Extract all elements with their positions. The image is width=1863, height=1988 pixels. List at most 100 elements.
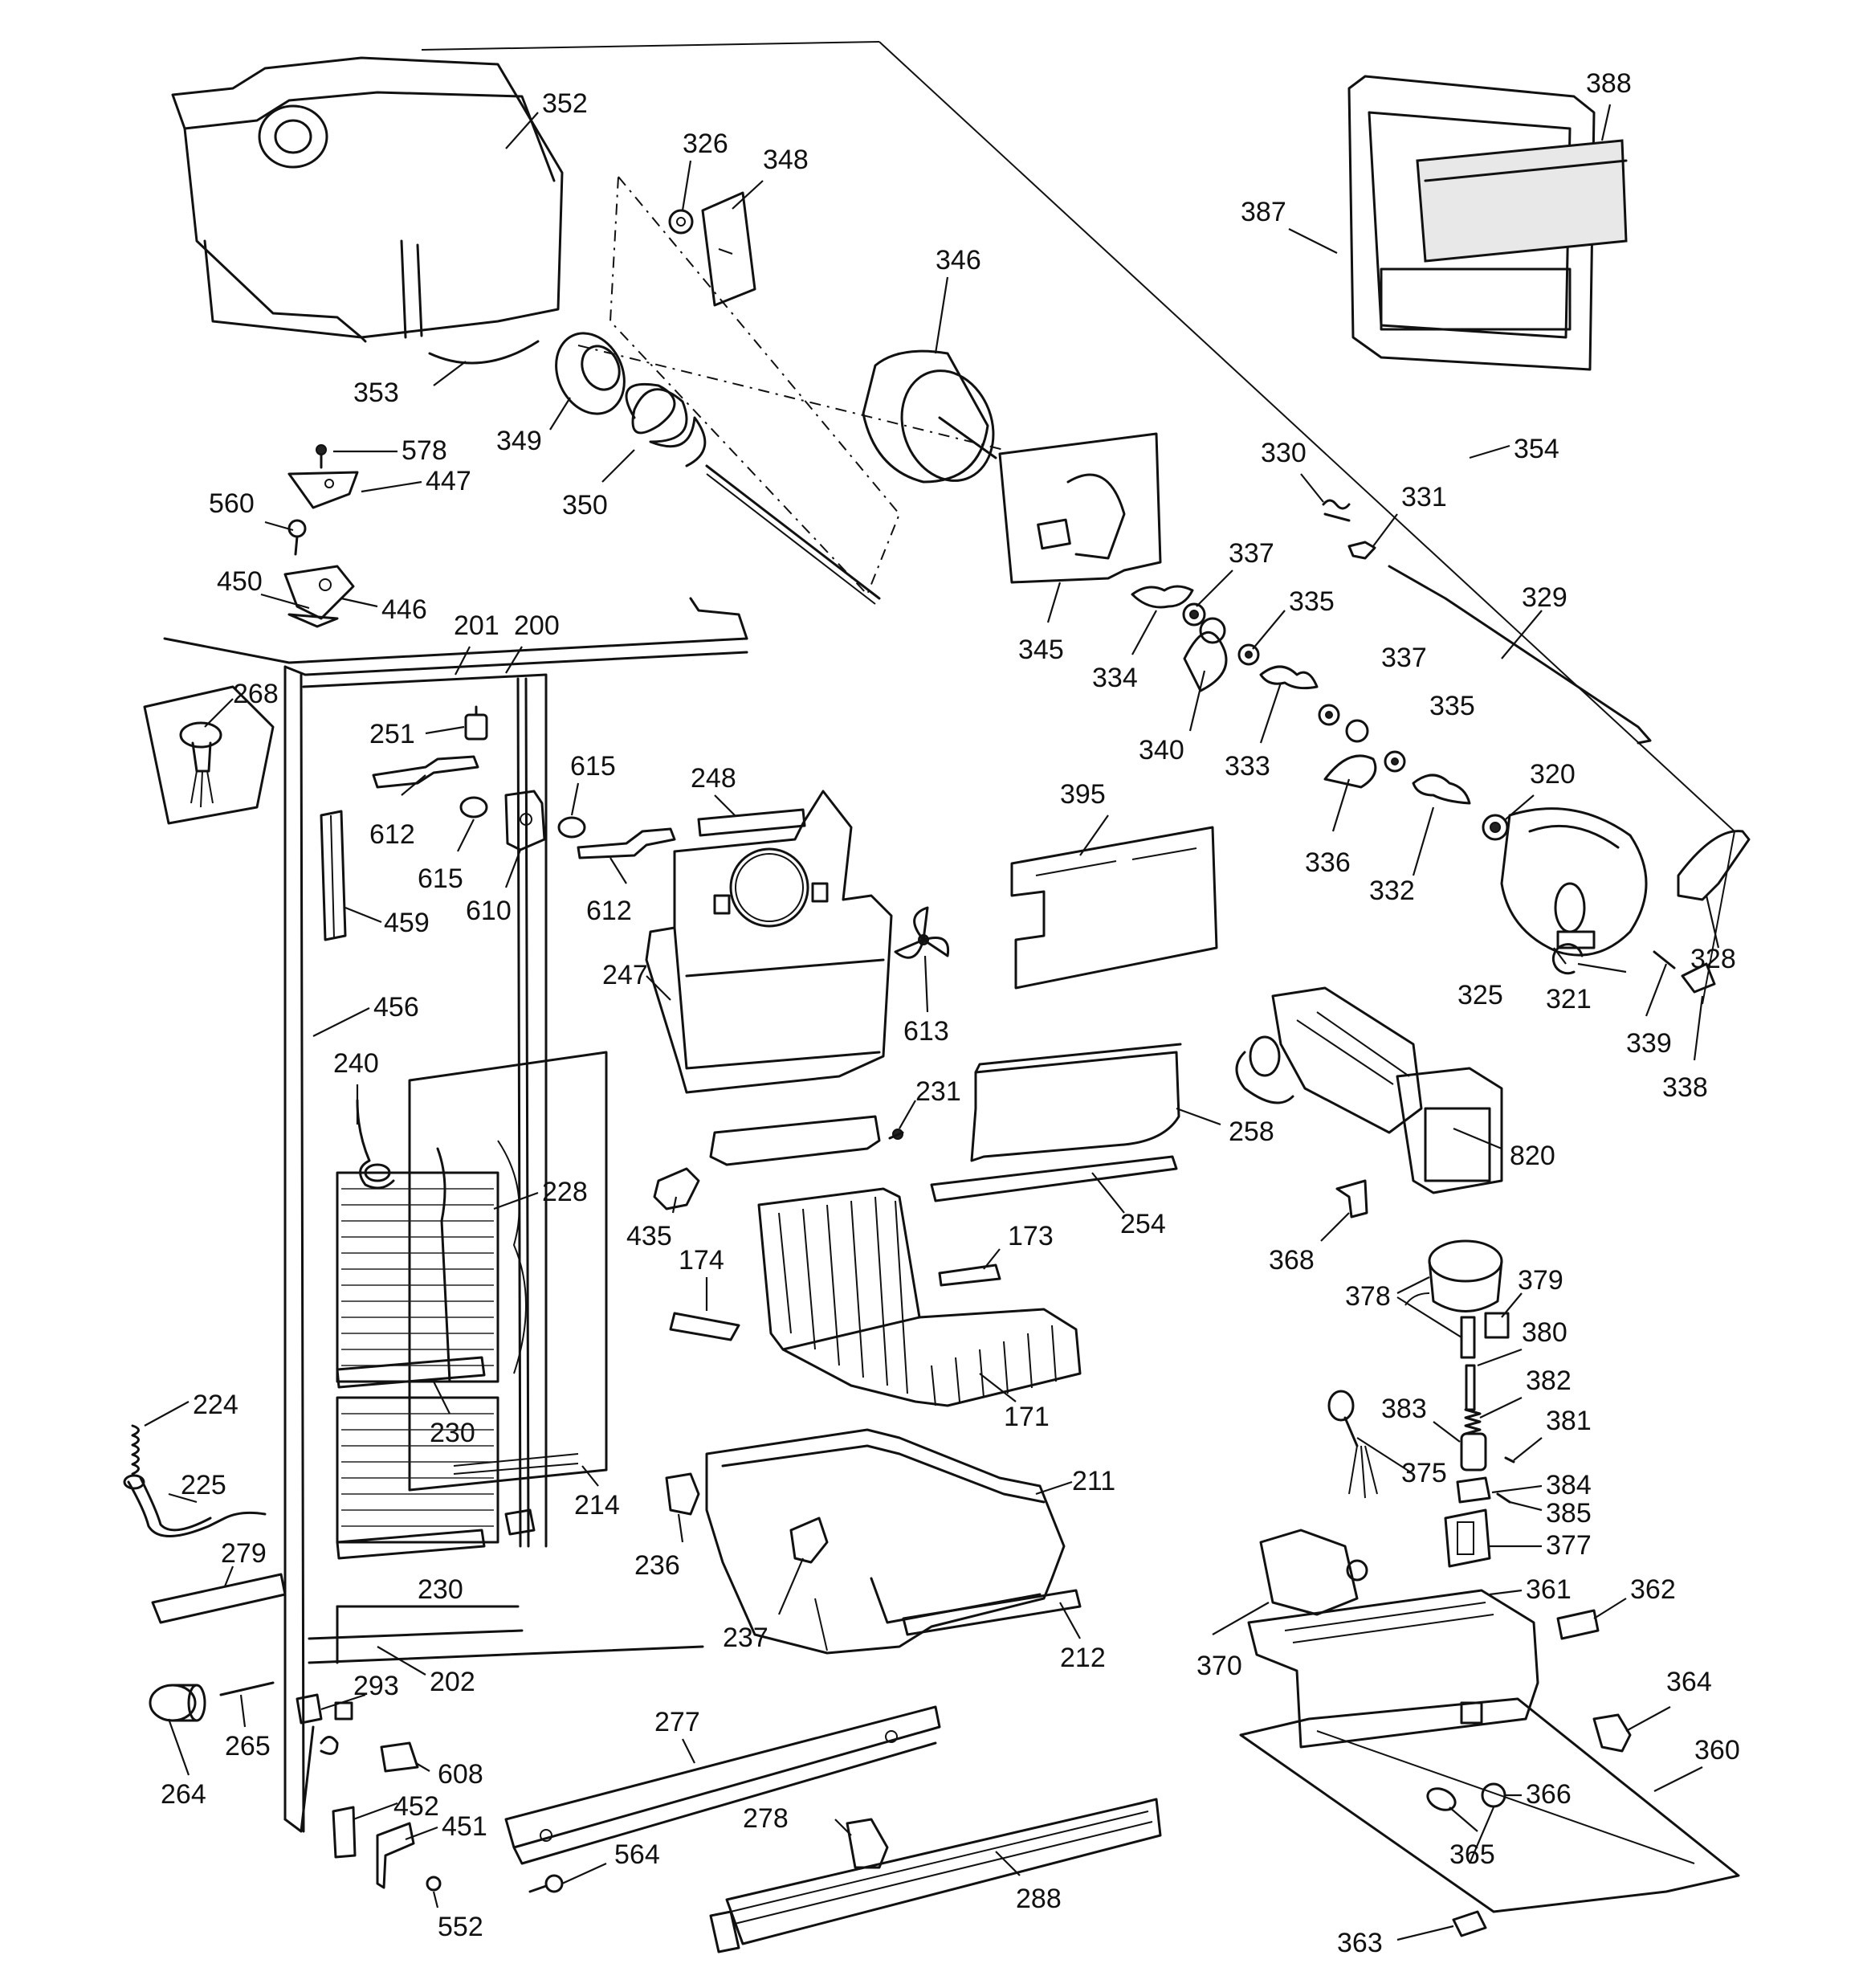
label-330: 330 xyxy=(1261,438,1307,468)
label-456: 456 xyxy=(373,992,419,1023)
bracket-612-a xyxy=(372,755,479,789)
label-224: 224 xyxy=(193,1390,238,1420)
label-362: 362 xyxy=(1630,1574,1676,1605)
clip-363 xyxy=(1452,1910,1487,1937)
label-459: 459 xyxy=(384,908,430,938)
lever-365 xyxy=(1426,1787,1457,1811)
label-174: 174 xyxy=(679,1245,724,1276)
leader-lines xyxy=(144,104,1720,1941)
cam-334 xyxy=(1131,585,1194,609)
label-320: 320 xyxy=(1530,759,1576,790)
pin-265 xyxy=(219,1681,275,1696)
bracket-451 xyxy=(376,1822,415,1889)
dispenser-door-388 xyxy=(1416,139,1628,263)
label-354: 354 xyxy=(1514,434,1559,464)
bracket-447 xyxy=(287,471,359,509)
gear-340 xyxy=(1183,617,1228,692)
grommet-615-a xyxy=(459,796,488,818)
label-349: 349 xyxy=(496,426,542,456)
ice-bin-211 xyxy=(705,1428,1066,1655)
label-384: 384 xyxy=(1546,1470,1592,1500)
label-365: 365 xyxy=(1449,1839,1495,1870)
label-337b: 337 xyxy=(1381,643,1427,673)
bracket-368 xyxy=(1335,1179,1368,1219)
label-288: 288 xyxy=(1016,1884,1062,1914)
label-335b: 335 xyxy=(1429,691,1475,721)
rod-329 xyxy=(1388,565,1652,745)
fan-blade-613 xyxy=(894,906,950,959)
bar-248 xyxy=(697,808,806,837)
label-202: 202 xyxy=(430,1667,475,1697)
label-382: 382 xyxy=(1526,1365,1572,1396)
thermostat-251 xyxy=(464,705,488,741)
back-panel-214 xyxy=(408,1051,608,1492)
screw-578 xyxy=(316,444,327,469)
label-200: 200 xyxy=(514,610,560,641)
gear-335-a xyxy=(1237,643,1260,666)
label-231: 231 xyxy=(915,1076,961,1107)
label-265: 265 xyxy=(225,1731,271,1761)
label-325: 325 xyxy=(1457,980,1503,1010)
label-613: 613 xyxy=(903,1016,949,1047)
screw-231 xyxy=(888,1129,904,1140)
gear-336 xyxy=(1323,719,1377,789)
label-610: 610 xyxy=(466,896,512,926)
cabinet xyxy=(163,597,748,1833)
bracket-446 xyxy=(283,565,355,628)
washer-326 xyxy=(668,209,694,235)
clip-173 xyxy=(938,1263,1001,1287)
label-251: 251 xyxy=(369,719,415,749)
label-435: 435 xyxy=(626,1221,672,1251)
label-336: 336 xyxy=(1305,847,1351,878)
pin-339 xyxy=(1653,950,1676,970)
label-385: 385 xyxy=(1546,1498,1592,1529)
label-346: 346 xyxy=(936,245,981,276)
label-171: 171 xyxy=(1004,1402,1050,1432)
guide-lines xyxy=(421,41,1735,1005)
auger-350 xyxy=(625,382,881,605)
label-447: 447 xyxy=(426,466,471,496)
plate-348 xyxy=(701,191,756,307)
wire-basket-171 xyxy=(757,1187,1082,1407)
cover-258 xyxy=(970,1043,1182,1162)
bracket-230-a xyxy=(336,1356,486,1389)
ice-maker-820 xyxy=(1235,986,1503,1194)
clip-174 xyxy=(669,1312,740,1341)
label-370: 370 xyxy=(1196,1651,1242,1681)
label-248: 248 xyxy=(691,763,736,794)
label-375: 375 xyxy=(1401,1458,1447,1488)
spring-224 xyxy=(131,1424,140,1476)
label-268: 268 xyxy=(233,679,279,709)
gear-337-b xyxy=(1318,704,1340,726)
gear-335-b xyxy=(1384,750,1406,773)
label-173: 173 xyxy=(1008,1221,1054,1251)
label-345: 345 xyxy=(1018,635,1064,665)
label-236: 236 xyxy=(634,1550,680,1581)
motor-housing-325 xyxy=(1500,807,1648,957)
label-339: 339 xyxy=(1626,1028,1672,1059)
label-387: 387 xyxy=(1241,197,1286,227)
label-321: 321 xyxy=(1546,984,1592,1014)
rail-254 xyxy=(930,1155,1178,1202)
dispenser-housing-361 xyxy=(1247,1589,1539,1749)
label-254: 254 xyxy=(1120,1209,1166,1239)
bracket-362 xyxy=(1556,1609,1600,1640)
label-361: 361 xyxy=(1526,1574,1572,1605)
label-258: 258 xyxy=(1229,1116,1274,1147)
motor-plate-345 xyxy=(998,432,1162,584)
label-230b: 230 xyxy=(418,1574,463,1605)
label-368: 368 xyxy=(1269,1245,1315,1276)
label-552: 552 xyxy=(438,1912,483,1942)
label-211: 211 xyxy=(1072,1466,1115,1496)
cam-333 xyxy=(1259,665,1319,690)
rail-279 xyxy=(151,1573,287,1624)
label-338: 338 xyxy=(1662,1072,1708,1103)
label-214: 214 xyxy=(574,1490,620,1521)
label-337a: 337 xyxy=(1229,538,1274,569)
bearing-349 xyxy=(555,332,626,415)
bracket-230-b xyxy=(336,1508,536,1560)
evaporator-228 xyxy=(336,1140,527,1544)
label-383: 383 xyxy=(1381,1394,1427,1424)
label-564: 564 xyxy=(614,1839,660,1870)
label-615b: 615 xyxy=(570,751,616,782)
